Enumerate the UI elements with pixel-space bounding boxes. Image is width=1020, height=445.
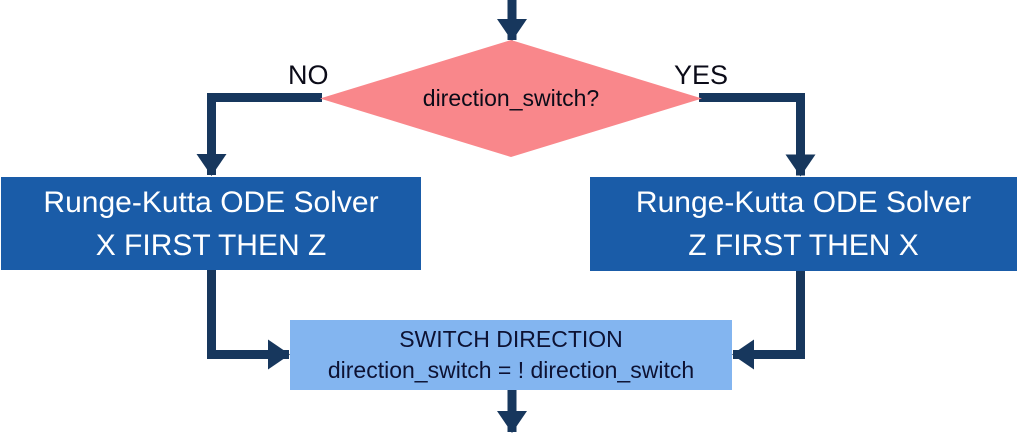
switch-line1: SWITCH DIRECTION	[399, 326, 623, 352]
process-z-first-then-x: Runge-Kutta ODE Solver Z FIRST THEN X	[590, 177, 1017, 271]
process-right-line2: Z FIRST THEN X	[688, 229, 919, 262]
process-left-line2: X FIRST THEN Z	[95, 228, 327, 262]
no-branch-connector	[196, 93, 322, 176]
branch-label-no: NO	[288, 60, 329, 90]
process-left-line1: Runge-Kutta ODE Solver	[43, 185, 379, 219]
process-right-line1: Runge-Kutta ODE Solver	[635, 186, 972, 219]
branch-label-yes: YES	[674, 60, 729, 90]
yes-branch-connector	[699, 93, 816, 177]
decision-label: direction_switch?	[422, 85, 600, 111]
right-to-switch-connector	[732, 270, 805, 370]
switch-line2: direction_switch = ! direction_switch	[327, 357, 695, 383]
process-switch-direction: SWITCH DIRECTION direction_switch = ! di…	[290, 320, 732, 390]
process-x-first-then-z: Runge-Kutta ODE Solver X FIRST THEN Z	[1, 177, 421, 270]
left-to-switch-connector	[207, 269, 290, 370]
